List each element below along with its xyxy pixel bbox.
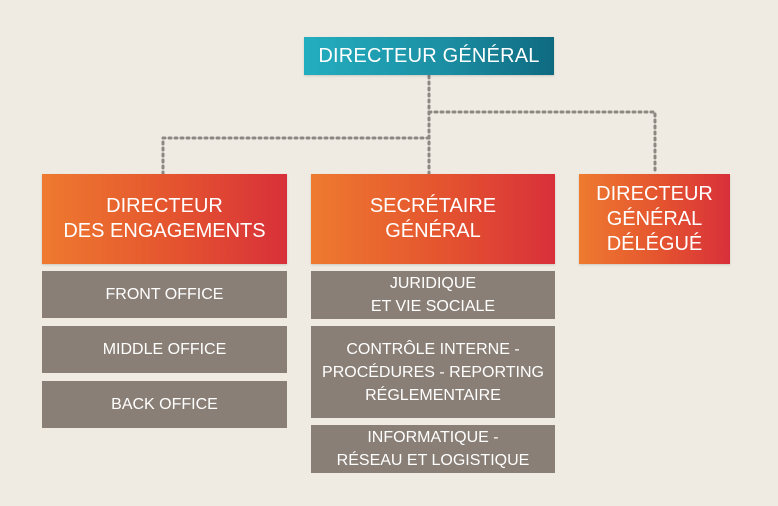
middle-office-label: MIDDLE OFFICE xyxy=(102,341,227,358)
back-office-box: BACK OFFICE xyxy=(42,381,287,428)
connector-branch-right xyxy=(427,110,657,176)
secretaire-general-label: SECRÉTAIRE GÉNÉRAL xyxy=(369,195,497,242)
secretaire-general-box: SECRÉTAIRE GÉNÉRAL xyxy=(311,174,555,264)
front-office-label: FRONT OFFICE xyxy=(105,286,224,303)
controle-interne-label: CONTRÔLE INTERNE - PROCÉDURES - REPORTIN… xyxy=(322,340,544,404)
directeur-engagements-box: DIRECTEUR DES ENGAGEMENTS xyxy=(42,174,287,264)
controle-interne-box: CONTRÔLE INTERNE - PROCÉDURES - REPORTIN… xyxy=(311,326,555,418)
connector-branch-left xyxy=(161,136,431,176)
directeur-engagements-label: DIRECTEUR DES ENGAGEMENTS xyxy=(63,195,266,242)
informatique-box: INFORMATIQUE - RÉSEAU ET LOGISTIQUE xyxy=(311,425,555,473)
informatique-label: INFORMATIQUE - RÉSEAU ET LOGISTIQUE xyxy=(336,429,530,469)
directeur-general-delegue-box: DIRECTEUR GÉNÉRAL DÉLÉGUÉ xyxy=(579,174,730,264)
front-office-box: FRONT OFFICE xyxy=(42,271,287,318)
middle-office-box: MIDDLE OFFICE xyxy=(42,326,287,373)
directeur-general-box: DIRECTEUR GÉNÉRAL xyxy=(304,37,554,75)
directeur-general-delegue-label: DIRECTEUR GÉNÉRAL DÉLÉGUÉ xyxy=(596,182,713,255)
back-office-label: BACK OFFICE xyxy=(111,396,218,413)
juridique-box: JURIDIQUE ET VIE SOCIALE xyxy=(311,271,555,319)
juridique-label: JURIDIQUE ET VIE SOCIALE xyxy=(370,275,496,315)
directeur-general-label: DIRECTEUR GÉNÉRAL xyxy=(318,44,540,67)
